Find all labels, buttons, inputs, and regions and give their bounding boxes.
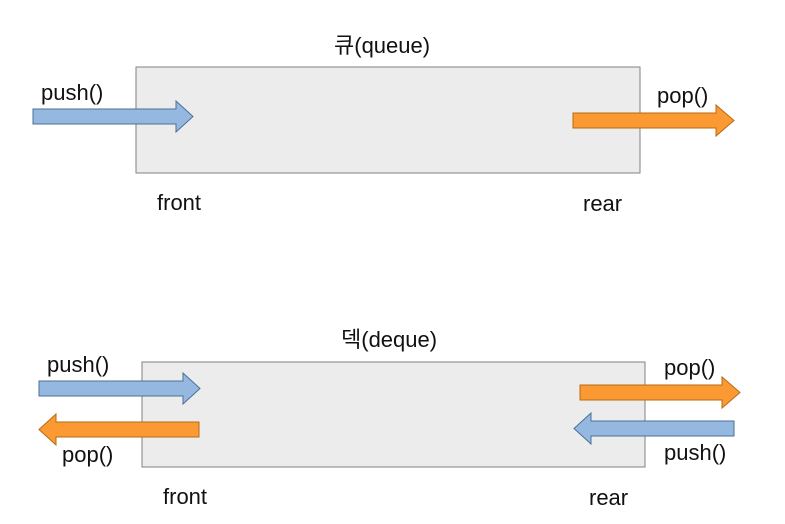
deque-title: 덱(deque): [341, 327, 438, 352]
queue-title: 큐(queue): [334, 33, 431, 58]
deque-left-pop-arrow: [38, 412, 200, 447]
deque-right-pop-label: pop(): [664, 355, 716, 380]
queue-rear-label: rear: [583, 191, 623, 216]
deque-rear-label: rear: [589, 485, 629, 510]
deque-left-pop-label: pop(): [62, 442, 114, 467]
deque-front-label: front: [163, 484, 208, 509]
queue-front-label: front: [157, 190, 202, 215]
deque-right-push-label: push(): [664, 440, 727, 465]
queue-push-arrow: [32, 99, 194, 134]
queue-pop-arrow: [572, 103, 735, 138]
queue-container: [135, 66, 641, 174]
deque-left-push-label: push(): [47, 352, 110, 377]
deque-right-pop-arrow: [579, 375, 741, 410]
deque-right-push-arrow: [573, 411, 735, 446]
queue-push-label: push(): [41, 80, 104, 105]
deque-container: [141, 361, 646, 468]
deque-left-push-arrow: [38, 371, 201, 406]
queue-pop-label: pop(): [657, 83, 709, 108]
